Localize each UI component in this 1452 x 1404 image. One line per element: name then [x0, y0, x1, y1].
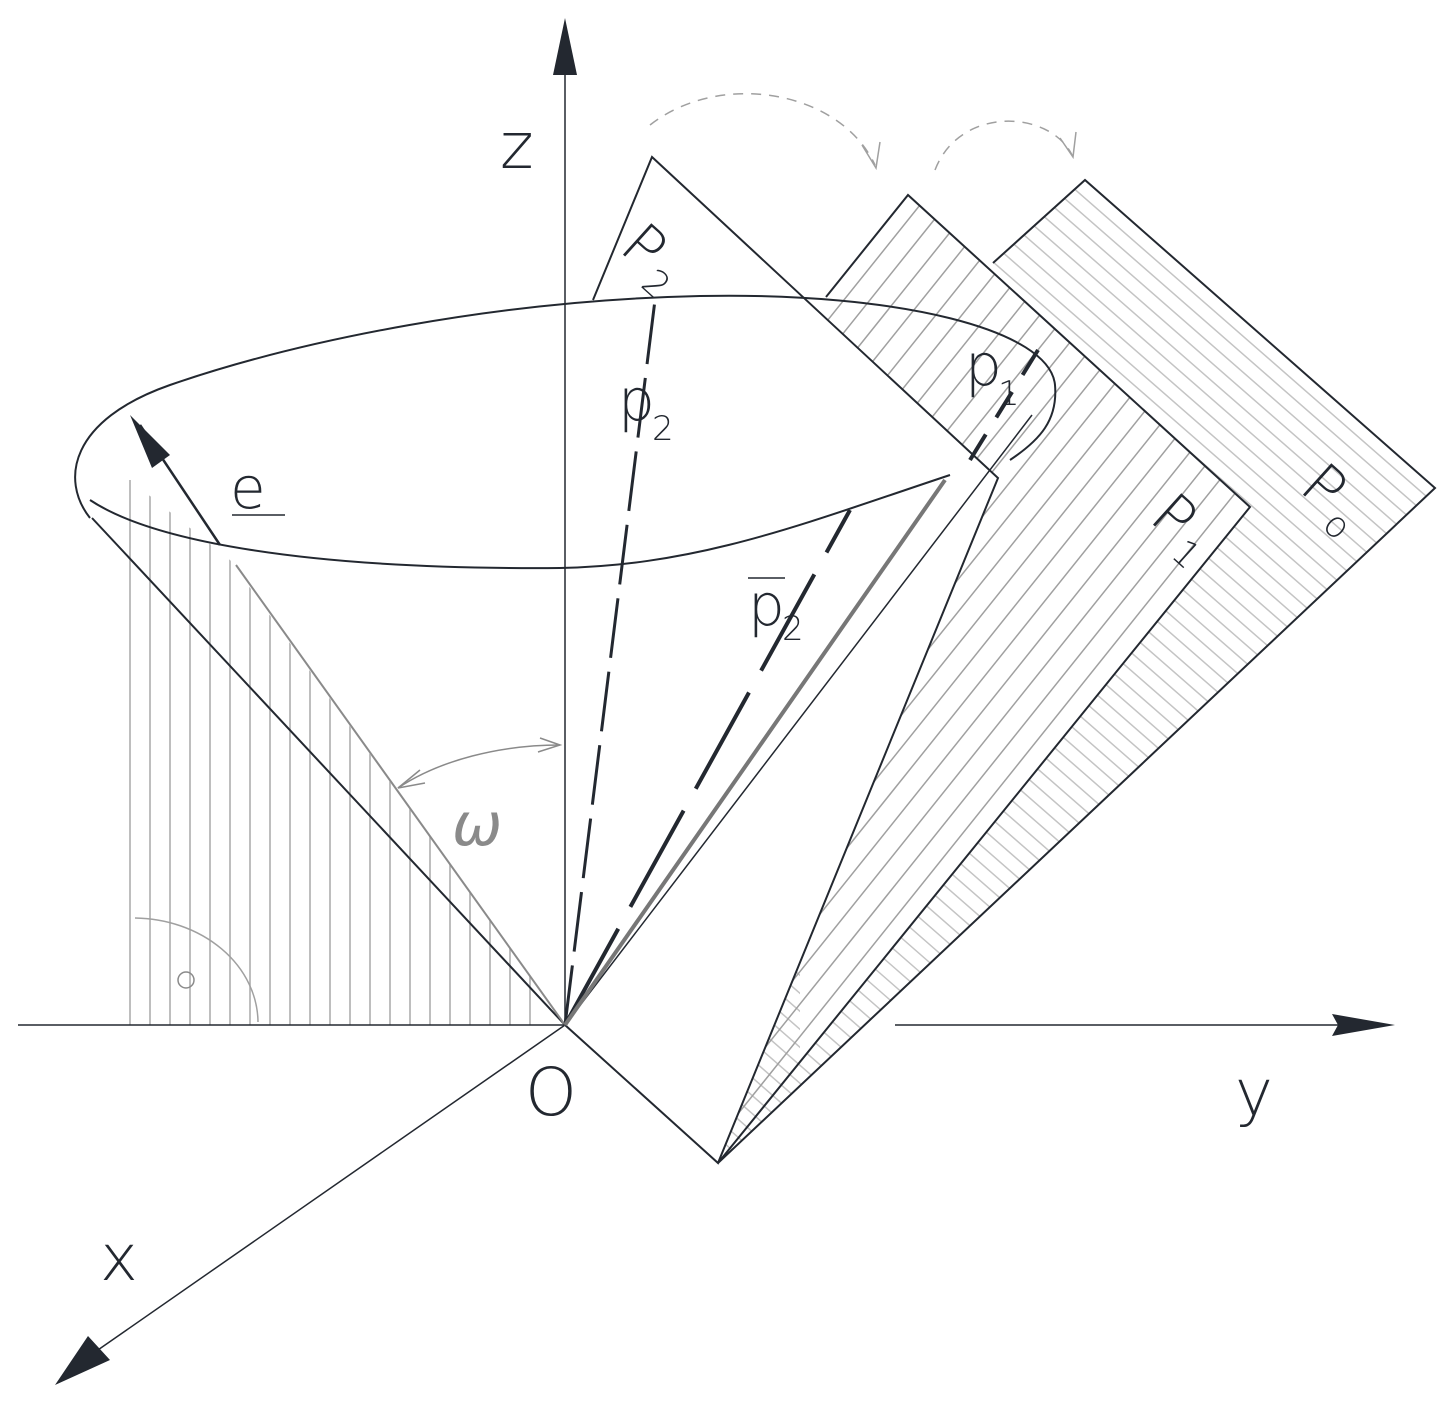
omega-label: ω	[452, 790, 502, 860]
plane-p1-edge	[717, 193, 1252, 1164]
x-axis	[94, 1024, 566, 1353]
hatch-line	[718, 199, 1250, 1163]
p2-label: p	[618, 366, 655, 434]
hatch-line	[1309, 200, 1452, 1180]
hatch-line	[1126, 199, 1250, 1163]
omega-arc	[397, 744, 561, 789]
cone	[74, 294, 1057, 1026]
hatch-line	[1173, 180, 1435, 392]
hatch-line	[718, 199, 1081, 1163]
right-angle-arc	[134, 917, 259, 1023]
hatch-line	[1152, 199, 1250, 1163]
y-arrow-icon	[1332, 1014, 1395, 1036]
hatch-line	[1257, 200, 1452, 1180]
vector-p2	[563, 299, 657, 1026]
hatch-line	[718, 199, 1029, 1163]
hatch-line	[1029, 180, 1435, 518]
rotation-arrow-2	[934, 120, 1073, 171]
hatch-line	[1204, 199, 1250, 1163]
x-label: x	[100, 1222, 138, 1296]
plane-p2	[564, 155, 1000, 1165]
hatch-line	[1048, 199, 1250, 1163]
rotation-arrow-1	[649, 92, 876, 166]
hatch-line	[967, 180, 1435, 572]
hatch-line	[1132, 180, 1435, 428]
p1-subscript: 1	[998, 374, 1020, 414]
hatch-line	[1283, 200, 1452, 1180]
p2-subscript: 2	[652, 409, 674, 449]
axes	[18, 18, 1395, 1385]
vector-p1	[968, 348, 1040, 462]
cone-left-edge	[91, 517, 566, 1026]
hatch-line	[718, 199, 1055, 1163]
hatch-line	[988, 180, 1435, 554]
hatch-line	[718, 199, 1250, 1163]
vector-p1-projection	[563, 478, 947, 1027]
p2bar-label: p	[748, 571, 785, 639]
p1-label: p	[965, 331, 1002, 399]
z-label: z	[500, 110, 534, 184]
plane-p0-edge	[717, 178, 1437, 1164]
cone-generator	[235, 564, 566, 1026]
hatch-line	[1111, 180, 1435, 446]
hatch-line	[718, 199, 1107, 1163]
p2bar-subscript: 2	[782, 609, 804, 649]
left-hatching	[149, 480, 531, 1025]
cone-right-edge	[564, 414, 1033, 1026]
cone-ellipse-back	[74, 294, 1057, 519]
cone-ellipse-front	[89, 474, 951, 570]
right-angle-dot-icon	[177, 971, 195, 989]
y-label: y	[1235, 1057, 1273, 1131]
z-arrow-icon	[553, 18, 577, 75]
e-arrow-icon	[130, 415, 170, 468]
plane-p2-edge	[564, 155, 1000, 1165]
x-arrow-icon	[55, 1336, 110, 1385]
hatch-line	[1194, 180, 1435, 374]
hatch-line	[1008, 180, 1435, 536]
e-label: e	[230, 454, 266, 522]
vector-p2bar	[563, 509, 852, 1026]
origin-label: O	[525, 1054, 577, 1131]
hatch-line	[1214, 180, 1435, 356]
hatch-line	[718, 1157, 726, 1163]
